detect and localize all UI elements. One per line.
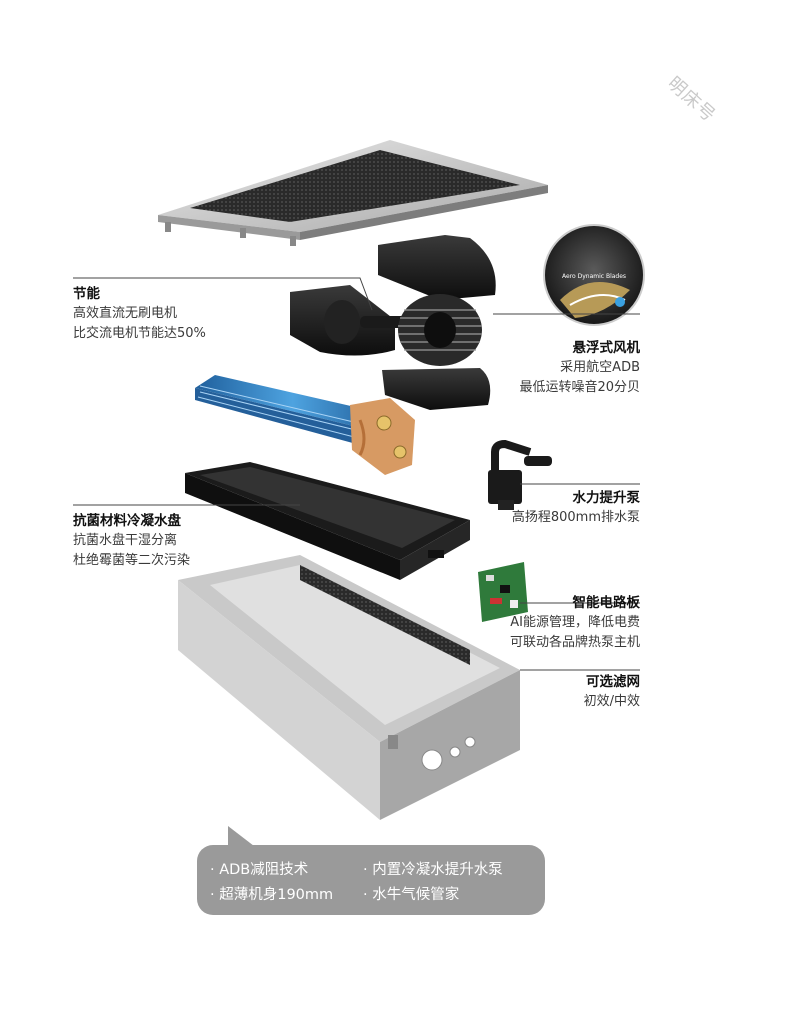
label-board: 智能电路板 AI能源管理，降低电费 可联动各品牌热泵主机: [470, 593, 640, 653]
label-tray-line2: 杜绝霉菌等二次污染: [73, 553, 191, 568]
label-filter: 可选滤网 初效/中效: [490, 672, 640, 712]
feature-3: · 超薄机身190mm: [210, 887, 334, 903]
label-board-title: 智能电路板: [572, 595, 641, 611]
label-fan-line1: 采用航空ADB: [560, 360, 640, 375]
label-pump-line1: 高扬程800mm排水泵: [511, 510, 640, 525]
inset-caption: Aero Dynamic Blades: [562, 273, 626, 280]
label-filter-title: 可选滤网: [586, 674, 640, 690]
label-energy-line2: 比交流电机节能达50%: [73, 326, 206, 341]
feature-bubble: [197, 845, 545, 915]
aero-blades-inset: Aero Dynamic Blades: [543, 224, 645, 326]
label-fan-line2: 最低运转噪音20分贝: [519, 380, 640, 395]
label-energy-title: 节能: [73, 286, 100, 302]
main-cabinet: [178, 555, 520, 820]
lift-pump: [488, 439, 552, 510]
label-pump: 水力提升泵 高扬程800mm排水泵: [490, 488, 640, 528]
feature-1: · ADB减阻技术: [210, 862, 309, 878]
label-tray-line1: 抗菌水盘干湿分离: [73, 533, 178, 548]
condensate-tray: [185, 462, 470, 580]
feature-2: · 内置冷凝水提升水泵: [363, 862, 503, 878]
label-pump-title: 水力提升泵: [572, 490, 641, 506]
bubble-tail: [228, 826, 254, 846]
heat-exchanger-coil: [195, 375, 415, 475]
fan-assembly: [290, 235, 496, 410]
label-filter-line1: 初效/中效: [583, 694, 640, 709]
feature-4: · 水牛气候管家: [363, 887, 460, 903]
label-board-line1: AI能源管理，降低电费: [510, 615, 640, 630]
label-tray: 抗菌材料冷凝水盘 抗菌水盘干湿分离 杜绝霉菌等二次污染: [73, 511, 190, 571]
label-energy-line1: 高效直流无刷电机: [73, 306, 178, 321]
label-fan: 悬浮式风机 采用航空ADB 最低运转噪音20分贝: [490, 338, 640, 398]
label-energy: 节能 高效直流无刷电机 比交流电机节能达50%: [73, 284, 206, 344]
label-board-line2: 可联动各品牌热泵主机: [509, 635, 640, 650]
label-tray-title: 抗菌材料冷凝水盘: [73, 513, 181, 529]
top-panel: [158, 140, 548, 246]
circuit-board: [478, 562, 528, 622]
label-fan-title: 悬浮式风机: [572, 340, 641, 356]
